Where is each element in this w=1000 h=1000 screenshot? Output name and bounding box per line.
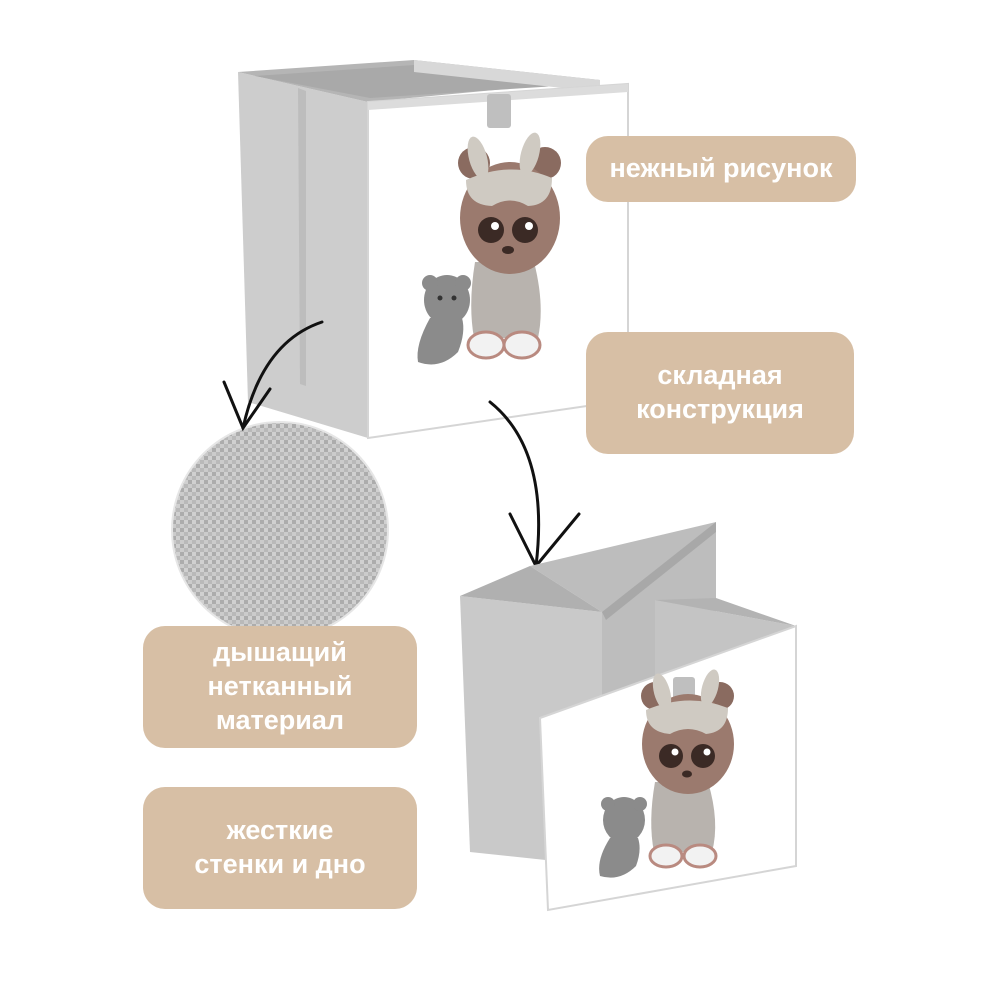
- badge-gentle-print: нежный рисунок: [586, 136, 856, 202]
- arrow-to-folded-box-icon: [488, 400, 541, 568]
- toy-bear-head-icon-2: [603, 797, 645, 843]
- badge-folding-line1: складная: [657, 360, 783, 391]
- assembled-box: [238, 60, 629, 440]
- arrow-to-fabric-icon: [241, 320, 324, 430]
- bear-print-top: [417, 132, 561, 365]
- box-side-seam: [298, 88, 306, 386]
- box-inner: [255, 65, 588, 98]
- badge-folding-design: складная конструкция: [586, 332, 854, 454]
- badge-breathable-material: дышащий нетканный материал: [143, 626, 417, 748]
- badge-breathable-line1: дышащий: [213, 637, 347, 668]
- badge-breathable-line3: материал: [215, 704, 345, 735]
- box-handle: [487, 94, 511, 128]
- badge-gentle-print-text: нежный рисунок: [609, 153, 833, 184]
- badge-rigid-line1: жесткие: [226, 815, 334, 846]
- badge-breathable-line2: нетканный: [207, 671, 353, 702]
- bear-print-folded: [599, 669, 734, 878]
- arrow-to-fabric-head-icon: [222, 380, 272, 432]
- fabric-texture-circle: [171, 421, 389, 639]
- badge-rigid-line2: стенки и дно: [194, 849, 366, 879]
- box-back-rim: [414, 60, 600, 92]
- badge-rigid-walls: жесткие стенки и дно: [143, 787, 417, 909]
- badge-folding-line2: конструкция: [636, 394, 804, 424]
- bear-pajamas: [471, 262, 541, 338]
- sleep-mask: [466, 169, 552, 206]
